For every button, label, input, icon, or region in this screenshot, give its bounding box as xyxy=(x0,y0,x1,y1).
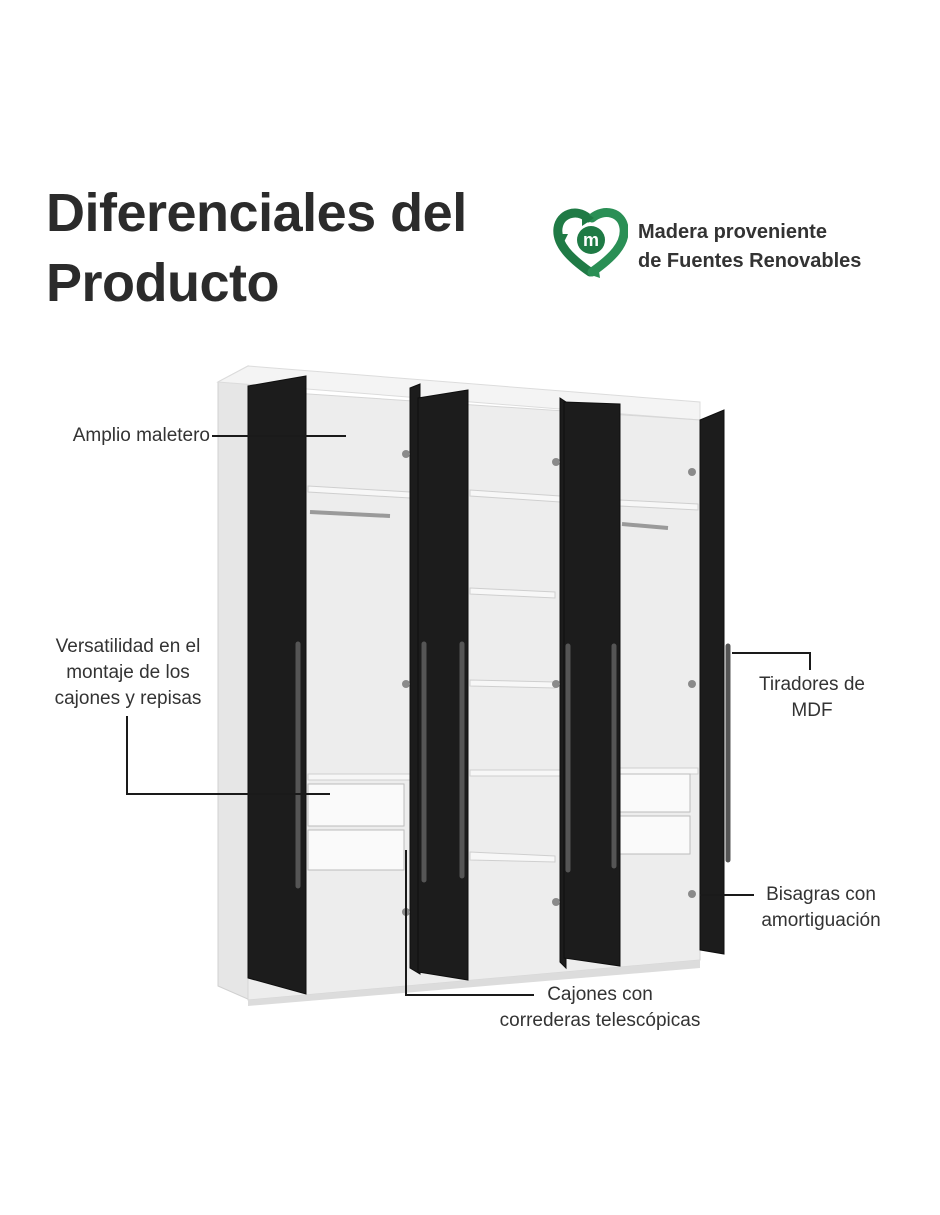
drawer xyxy=(619,815,691,855)
feature-bisagras-line-1: Bisagras con xyxy=(766,884,876,905)
callout-versatilidad xyxy=(126,716,330,795)
feature-maletero: Amplio maletero xyxy=(40,423,210,449)
title-line-1: Diferenciales del xyxy=(46,183,467,243)
callout-cajones xyxy=(405,850,534,996)
wardrobe-left-side xyxy=(217,365,251,1001)
feature-cajones: Cajones con correderas telescópicas xyxy=(480,982,720,1034)
hinges xyxy=(402,450,696,916)
feature-versatilidad-line-2: montaje de los xyxy=(66,662,190,683)
door xyxy=(563,401,621,967)
feature-cajones-line-2: correderas telescópicas xyxy=(499,1010,701,1031)
feature-bisagras-line-2: amortiguación xyxy=(761,910,881,931)
feature-tiradores-line-1: Tiradores de xyxy=(759,674,865,695)
door xyxy=(699,409,725,955)
renewable-wood-badge: m Madera proveniente de Fuentes Renovabl… xyxy=(552,204,912,284)
feature-tiradores: Tiradores de MDF xyxy=(742,672,882,724)
doors xyxy=(247,375,725,995)
drawer xyxy=(619,773,691,813)
door-handles xyxy=(295,641,731,889)
badge-letter: m xyxy=(583,230,599,250)
badge-line-2: de Fuentes Renovables xyxy=(638,250,862,272)
recycle-heart-icon: m xyxy=(553,208,628,278)
hanging-rods xyxy=(309,510,669,530)
badge-text: Madera proveniente de Fuentes Renovables xyxy=(638,218,861,276)
feature-versatilidad: Versatilidad en el montaje de los cajone… xyxy=(38,634,218,712)
wardrobe-plinth xyxy=(248,960,700,1006)
wardrobe-interior xyxy=(247,389,701,1001)
feature-maletero-text: Amplio maletero xyxy=(72,425,210,446)
feature-versatilidad-line-3: cajones y repisas xyxy=(54,688,202,709)
door xyxy=(247,375,307,995)
feature-bisagras: Bisagras con amortiguación xyxy=(748,882,894,934)
title-line-2: Producto xyxy=(46,253,279,313)
drawer xyxy=(307,829,405,871)
door xyxy=(417,389,469,981)
feature-tiradores-line-2: MDF xyxy=(791,700,833,721)
badge-line-1: Madera proveniente xyxy=(638,221,827,243)
page-title: Diferenciales del Producto xyxy=(46,178,467,318)
callout-lines xyxy=(126,435,811,996)
feature-cajones-line-1: Cajones con xyxy=(547,984,653,1005)
drawer xyxy=(307,783,405,827)
callout-tiradores xyxy=(732,652,811,670)
feature-versatilidad-line-1: Versatilidad en el xyxy=(55,636,201,657)
